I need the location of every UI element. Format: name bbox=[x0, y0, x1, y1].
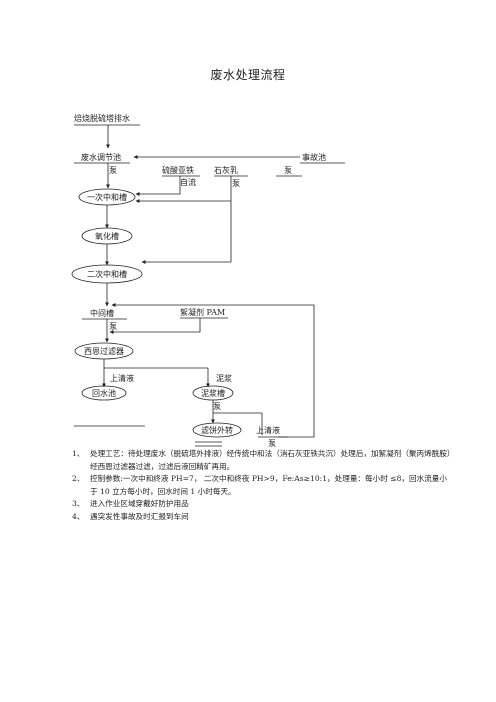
supernatant-label-2: 上清液 bbox=[256, 425, 280, 435]
lime-milk-label: 石灰乳 bbox=[214, 165, 238, 175]
note-text: 进入作业区域穿戴好防护用品 bbox=[90, 499, 189, 509]
note-item: 1、 处理工艺：待处理废水（脱硫塔外排液）经传统中和法（消石灰亚铁共沉）处理后，… bbox=[72, 448, 452, 473]
pump-label-4: 泵 bbox=[109, 322, 117, 331]
filter-press-node bbox=[192, 422, 242, 438]
note-number: 1、 bbox=[72, 449, 85, 458]
accident-pool-label: 事故池 bbox=[302, 152, 326, 162]
pump-label-6: 泵 bbox=[268, 439, 276, 448]
pump-label-1: 泵 bbox=[109, 166, 117, 175]
note-item: 2、 控制参数:一次中和终液 PH=7， 二次中和终夜 PH>9，Fe:As≥1… bbox=[72, 473, 452, 498]
pump-label-5: 泵 bbox=[213, 402, 221, 411]
process-notes: 1、 处理工艺：待处理废水（脱硫塔外排液）经传统中和法（消石灰亚铁共沉）处理后，… bbox=[72, 448, 452, 524]
note-number: 4、 bbox=[72, 511, 85, 521]
note-number: 2、 bbox=[72, 474, 85, 484]
note-item: 3、 进入作业区域穿戴好防护用品 bbox=[72, 498, 452, 511]
oxidation-tank-label: 氧化槽 bbox=[95, 231, 119, 241]
pump-label-2: 泵 bbox=[232, 179, 240, 188]
first-neutralization-label: 一次中和槽 bbox=[87, 192, 127, 202]
recycle-line-arrow bbox=[111, 303, 315, 438]
note-text: 处理工艺：待处理废水（脱硫塔外排液）经传统中和法（消石灰亚铁共沉）处理后，加絮凝… bbox=[90, 449, 451, 471]
thickener-label: 泥浆槽 bbox=[201, 388, 225, 398]
note-text: 控制参数:一次中和终液 PH=7， 二次中和终夜 PH>9，Fe:As≥10:1… bbox=[90, 474, 447, 496]
supernatant-label: 上清液 bbox=[110, 373, 134, 383]
flocculant-arrow bbox=[109, 318, 201, 334]
reuse-pool-label: 回水池 bbox=[92, 388, 116, 398]
reuse-pool-node bbox=[81, 385, 127, 401]
note-item: 4、 遇突发性事故及时汇报到车间 bbox=[72, 511, 452, 524]
page-title: 废水处理流程 bbox=[210, 68, 286, 82]
inlet-label: 焙烧脱硫塔排水 bbox=[74, 113, 130, 123]
filter-press-label: 滤饼外转 bbox=[201, 425, 233, 435]
second-neutralization-label: 二次中和槽 bbox=[87, 269, 127, 279]
sludge-label: 泥浆 bbox=[216, 373, 232, 383]
ferrous-sulfate-label: 硫酸亚铁 bbox=[162, 165, 194, 175]
intermediate-tank-label: 中间槽 bbox=[90, 308, 114, 318]
filter-label: 西恩过滤器 bbox=[84, 346, 124, 356]
equalization-tank-label: 废水调节池 bbox=[81, 152, 121, 162]
self-flow-label: 自流 bbox=[180, 177, 196, 187]
pump-label-3: 泵 bbox=[284, 166, 292, 175]
note-number: 3、 bbox=[72, 499, 85, 509]
ferrous-sulfate-arrow bbox=[135, 176, 181, 196]
flocculant-label: 絮凝剂 PAM bbox=[180, 307, 225, 317]
note-text: 遇突发性事故及时汇报到车间 bbox=[90, 511, 189, 521]
